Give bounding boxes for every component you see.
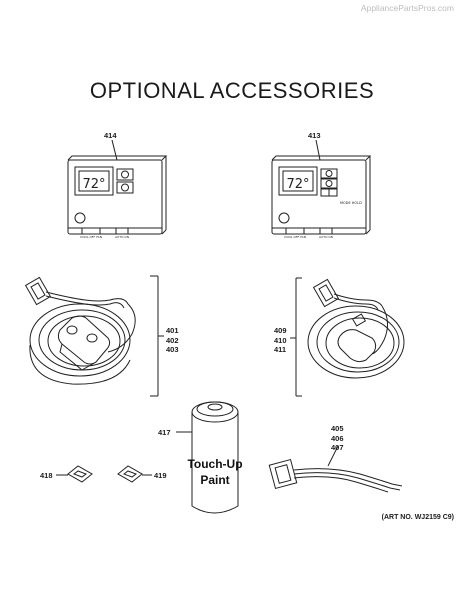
part-number-414: 414 <box>104 131 117 140</box>
thermostat-414-label-left: COOL OFF FAN <box>80 235 102 239</box>
power-cord-401 <box>24 275 164 397</box>
part-number-411: 411 <box>274 345 287 354</box>
touch-up-paint-417 <box>176 401 239 514</box>
thermostat-414-label-right: AUTO ON <box>115 235 129 239</box>
thermostat-414 <box>67 139 168 235</box>
thermostat-413-mode-label: MODE HOLD <box>340 201 362 205</box>
part-numbers-409-group: 409 410 411 <box>274 326 287 355</box>
power-cord-409 <box>290 277 405 397</box>
thermostat-413-label-right: AUTO ON <box>319 235 333 239</box>
part-numbers-401-group: 401 402 403 <box>166 326 179 355</box>
page-title: OPTIONAL ACCESSORIES <box>89 78 375 103</box>
thermostat-413 <box>271 139 372 235</box>
part-number-407: 407 <box>331 443 344 452</box>
part-number-401: 401 <box>166 326 179 335</box>
wire-harness-405 <box>268 445 403 493</box>
patch-418 <box>56 465 93 483</box>
part-numbers-405-group: 405 406 407 <box>331 424 344 453</box>
part-number-413: 413 <box>308 131 321 140</box>
part-number-418: 418 <box>40 471 53 480</box>
thermostat-413-label-left: COOL OFF FAN <box>284 235 306 239</box>
part-number-402: 402 <box>166 335 179 345</box>
part-number-409: 409 <box>274 326 287 335</box>
part-number-419: 419 <box>154 471 167 480</box>
thermostat-413-display: 72° <box>286 177 309 192</box>
part-number-417: 417 <box>158 428 171 437</box>
paint-can-text-line2: Paint <box>200 473 229 487</box>
watermark: AppliancePartsPros.com <box>360 3 454 13</box>
paint-can-text-line1: Touch-Up <box>187 457 242 471</box>
art-number: (ART NO. WJ2159 C9) <box>381 514 454 521</box>
part-number-410: 410 <box>274 335 287 345</box>
patch-419 <box>117 465 152 483</box>
part-number-405: 405 <box>331 424 344 433</box>
thermostat-414-display: 72° <box>82 177 105 192</box>
part-number-406: 406 <box>331 433 344 443</box>
part-number-403: 403 <box>166 345 179 354</box>
